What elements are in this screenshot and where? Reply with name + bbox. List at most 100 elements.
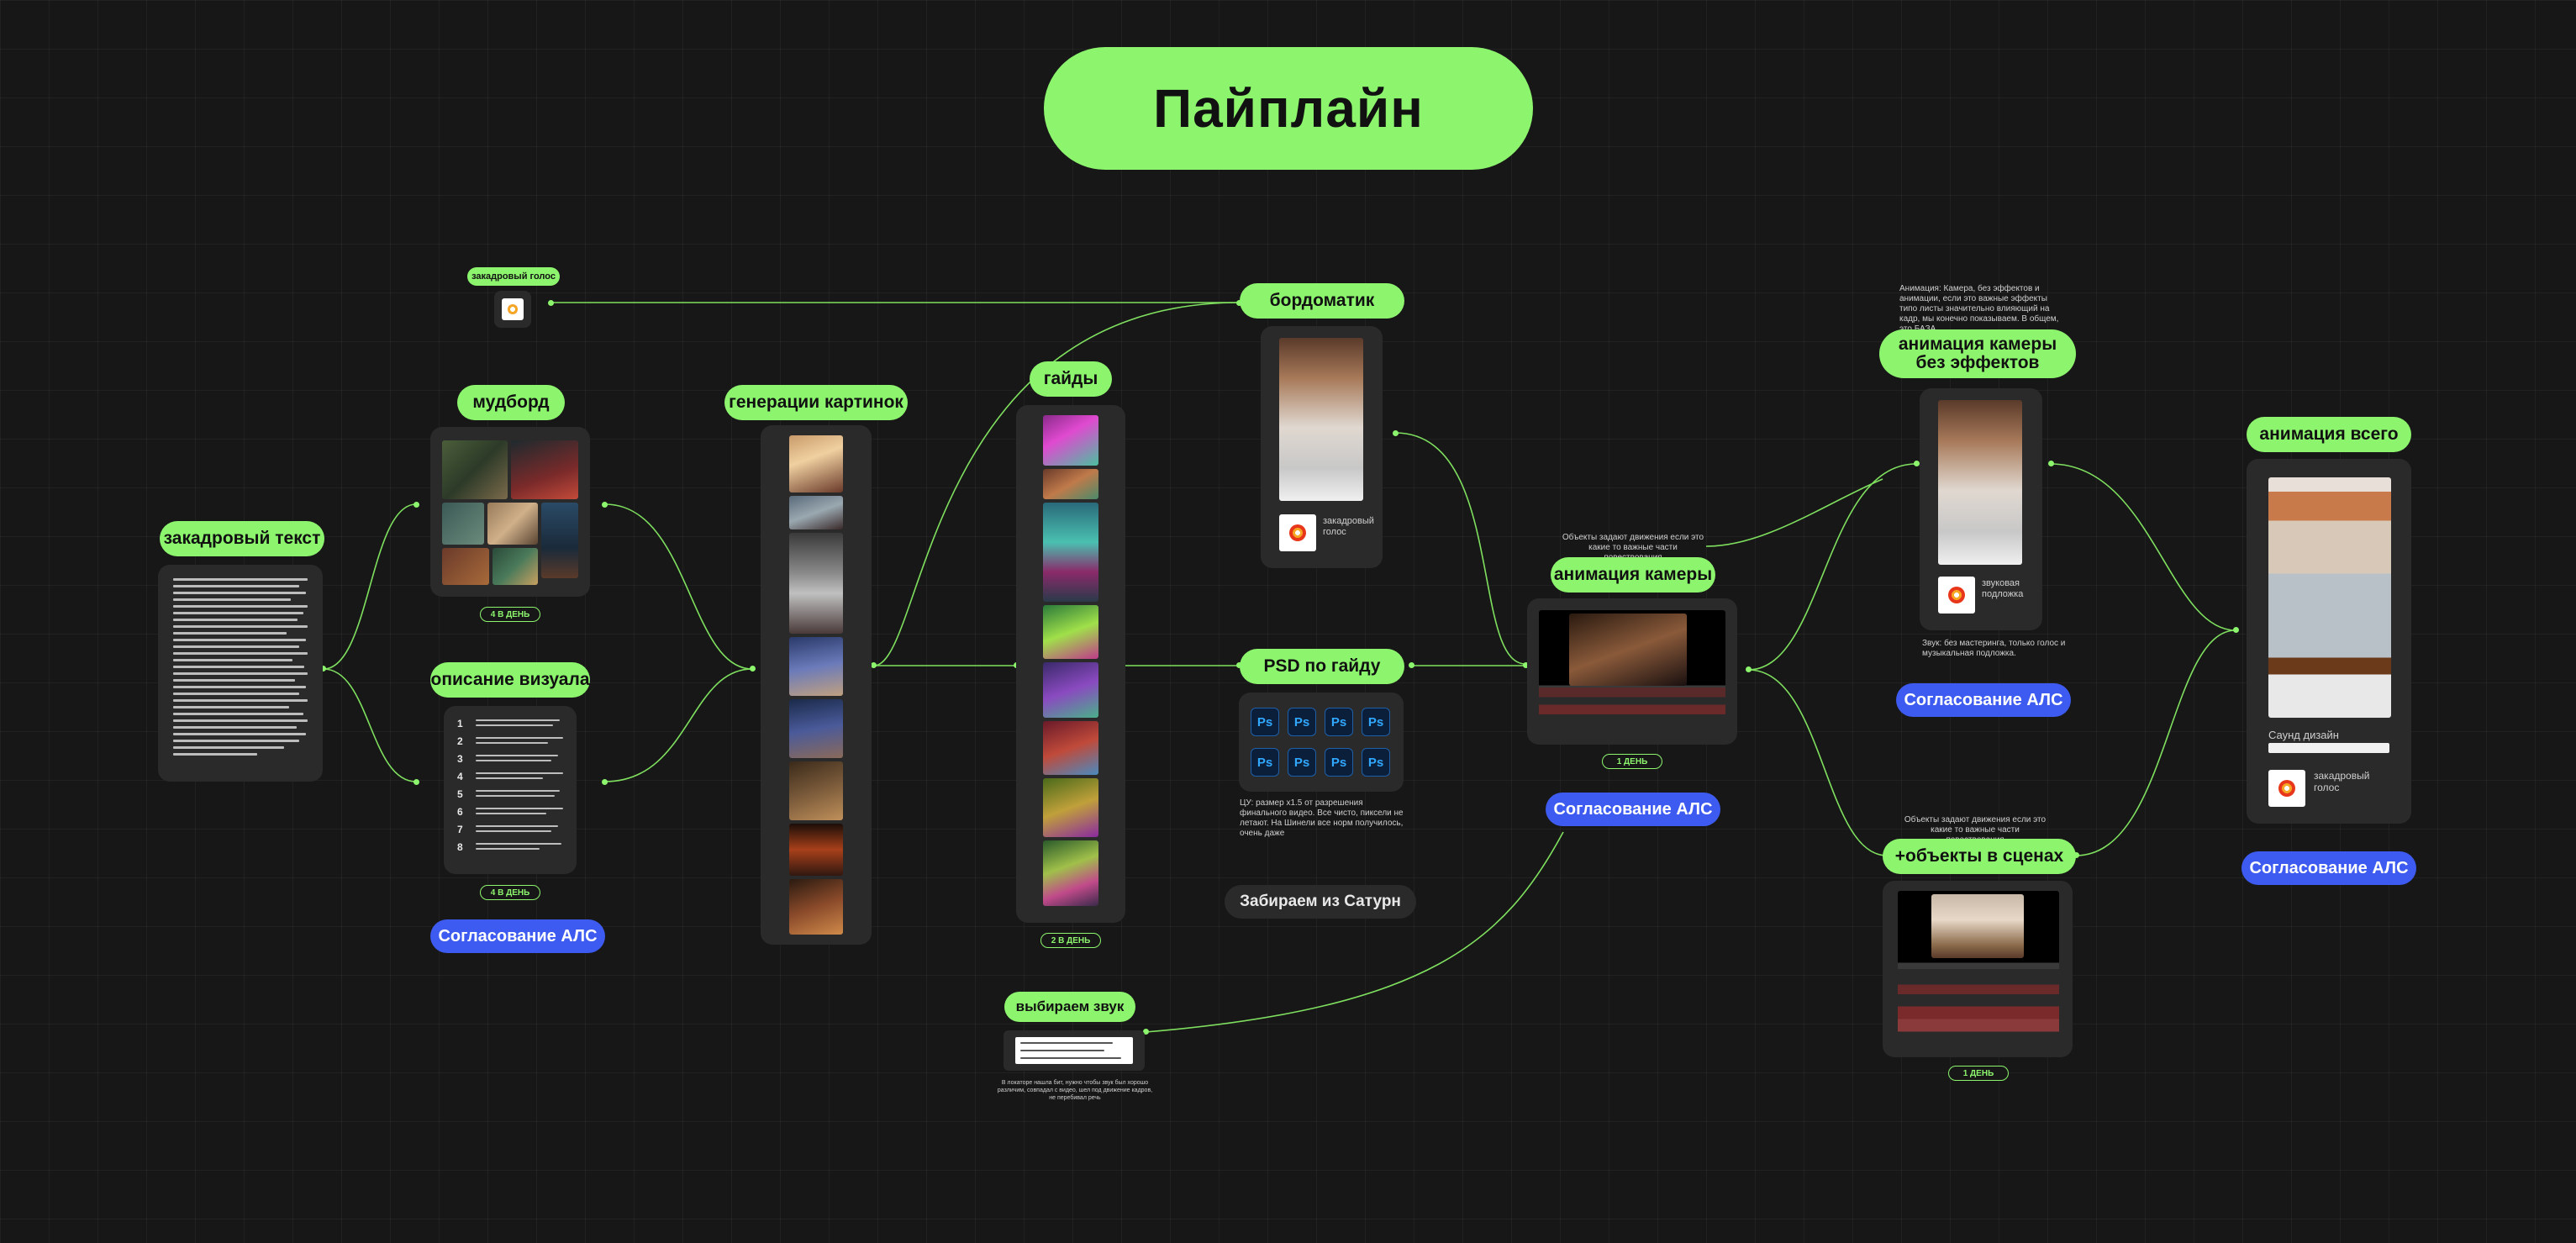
visual-description-days-badge: 4 В ДЕНЬ xyxy=(480,885,540,900)
animate-all-approval-button[interactable]: Согласование АЛС xyxy=(2241,851,2416,885)
voiceover-card[interactable] xyxy=(494,291,531,328)
generated-image xyxy=(789,435,843,492)
node-moodboard-label[interactable]: мудборд xyxy=(457,385,565,420)
guide-image xyxy=(1043,662,1098,718)
generated-image xyxy=(789,637,843,696)
objects-card[interactable] xyxy=(1883,881,2073,1057)
connector-dot xyxy=(414,779,419,785)
list-number: 3 xyxy=(457,753,463,765)
editor-viewport xyxy=(1931,894,2024,958)
connector-dot xyxy=(602,779,608,785)
node-choose-sound-label[interactable]: выбираем звук xyxy=(1004,992,1135,1022)
moodboard-image xyxy=(493,548,538,585)
camera-no-fx-note: Анимация: Камера, без эффектов и анимаци… xyxy=(1899,284,2059,334)
connector-dot xyxy=(1914,461,1920,466)
list-number: 5 xyxy=(457,788,463,800)
audio-file-icon xyxy=(502,298,524,320)
guide-image xyxy=(1043,503,1098,602)
animate-all-audio-label: закадровый голос xyxy=(2314,770,2370,793)
choose-sound-note: В локаторе нашла бит, нужно чтобы звук б… xyxy=(997,1080,1153,1101)
node-voiceover-label[interactable]: закадровый голос xyxy=(467,267,560,286)
node-image-generation-label[interactable]: генерации картинок xyxy=(724,385,908,420)
boardomatic-card[interactable]: закадровый голос xyxy=(1261,326,1383,568)
photoshop-file-icon: Ps xyxy=(1288,708,1316,736)
psd-card[interactable]: Ps Ps Ps Ps Ps Ps Ps Ps xyxy=(1239,693,1404,792)
node-visual-description-label[interactable]: описание визуала xyxy=(430,662,590,698)
connector-dot xyxy=(1236,300,1242,306)
choose-sound-card[interactable] xyxy=(1004,1030,1145,1071)
connector-dot xyxy=(1409,662,1414,668)
photoshop-file-icon: Ps xyxy=(1288,748,1316,777)
objects-days-badge: 1 ДЕНЬ xyxy=(1948,1066,2009,1081)
connector-dot xyxy=(750,666,756,672)
boardomatic-video-frame xyxy=(1279,338,1363,501)
animate-all-sound-design-label: Саунд дизайн xyxy=(2268,729,2339,741)
guide-image xyxy=(1043,605,1098,659)
camera-animation-card[interactable] xyxy=(1527,598,1737,745)
node-camera-animation-label[interactable]: анимация камеры xyxy=(1551,557,1715,593)
moodboard-image xyxy=(442,503,484,545)
photoshop-file-icon: Ps xyxy=(1325,708,1353,736)
list-number: 2 xyxy=(457,735,463,747)
image-generation-card[interactable] xyxy=(761,425,872,945)
connector-dot xyxy=(414,502,419,508)
boardomatic-audio-label: закадровый голос xyxy=(1323,516,1374,537)
list-number: 8 xyxy=(457,841,463,853)
connector-dot xyxy=(1746,666,1752,672)
camera-no-fx-card[interactable]: звуковая подложка xyxy=(1920,388,2042,630)
moodboard-image xyxy=(541,503,578,578)
generated-image xyxy=(789,496,843,529)
guide-image xyxy=(1043,415,1098,466)
connector-dot xyxy=(1523,662,1529,668)
generated-image xyxy=(789,824,843,876)
voiceover-text-card[interactable] xyxy=(158,565,323,782)
generated-image xyxy=(789,761,843,820)
node-boardomatic-label[interactable]: бордоматик xyxy=(1240,283,1404,319)
node-objects-label[interactable]: +объекты в сценах xyxy=(1883,839,2076,874)
photoshop-file-icon: Ps xyxy=(1362,708,1390,736)
photoshop-file-icon: Ps xyxy=(1251,748,1279,777)
saturn-label: Забираем из Сатурн xyxy=(1225,885,1416,919)
node-voiceover-text-label[interactable]: закадровый текст xyxy=(160,521,324,556)
visual-description-card[interactable]: 1 2 3 4 5 6 7 8 xyxy=(444,706,577,874)
animate-all-card[interactable]: Саунд дизайн закадровый голос xyxy=(2247,459,2411,824)
page-title: Пайплайн xyxy=(1044,47,1533,170)
list-number: 6 xyxy=(457,806,463,818)
list-number: 7 xyxy=(457,824,463,835)
generated-image xyxy=(789,533,843,634)
list-number: 1 xyxy=(457,718,463,729)
camera-animation-approval-button[interactable]: Согласование АЛС xyxy=(1546,793,1720,826)
camera-animation-days-badge: 1 ДЕНЬ xyxy=(1602,754,1662,769)
editor-viewport xyxy=(1569,614,1687,686)
animate-all-video-frame xyxy=(2268,477,2391,718)
node-guides-label[interactable]: гайды xyxy=(1030,361,1112,397)
audio-file-icon xyxy=(2268,770,2305,807)
camera-no-fx-audio-label: звуковая подложка xyxy=(1982,578,2024,599)
moodboard-image xyxy=(487,503,538,545)
guide-image xyxy=(1043,840,1098,906)
moodboard-card[interactable] xyxy=(430,427,590,597)
guides-card[interactable] xyxy=(1016,405,1125,923)
moodboard-image xyxy=(442,548,489,585)
connector-dot xyxy=(871,662,877,668)
camera-no-fx-approval-button[interactable]: Согласование АЛС xyxy=(1896,683,2071,717)
sound-design-track xyxy=(2268,743,2389,753)
audio-file-icon xyxy=(1938,577,1975,614)
generated-image xyxy=(789,699,843,758)
guides-days-badge: 2 В ДЕНЬ xyxy=(1040,933,1101,948)
guide-image xyxy=(1043,469,1098,499)
visual-description-approval-button[interactable]: Согласование АЛС xyxy=(430,919,605,953)
psd-note: ЦУ: размер x1.5 от разрешения финального… xyxy=(1240,798,1404,838)
photoshop-file-icon: Ps xyxy=(1362,748,1390,777)
node-animate-all-label[interactable]: анимация всего xyxy=(2247,417,2411,452)
moodboard-days-badge: 4 В ДЕНЬ xyxy=(480,607,540,622)
node-psd-label[interactable]: PSD по гайду xyxy=(1240,649,1404,684)
list-number: 4 xyxy=(457,771,463,782)
connector-dot xyxy=(602,502,608,508)
connector-dot xyxy=(320,666,326,672)
moodboard-image xyxy=(511,440,578,499)
photoshop-file-icon: Ps xyxy=(1251,708,1279,736)
guide-image xyxy=(1043,721,1098,775)
